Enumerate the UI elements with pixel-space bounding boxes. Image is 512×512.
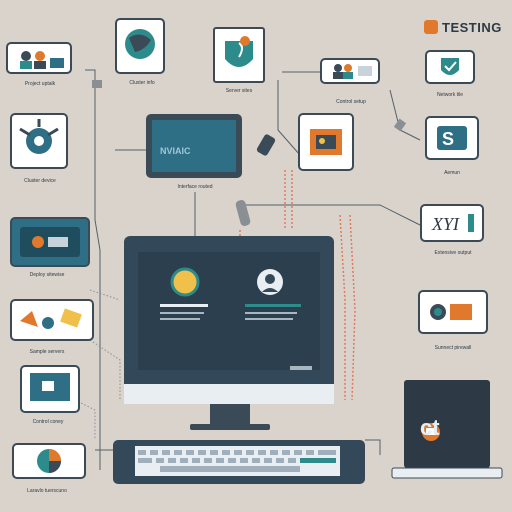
card-team <box>6 42 72 74</box>
card-shield <box>213 27 265 83</box>
svg-text:S: S <box>442 129 454 149</box>
card-globe <box>115 18 165 74</box>
caption-tablet: Deploy sitewise <box>29 272 65 278</box>
caption-camera: Sunnect pirewall <box>434 345 472 351</box>
card-users <box>320 58 380 84</box>
card-tools <box>10 299 94 341</box>
usb-plug-icon <box>256 134 276 156</box>
caption-gear: Cluster device <box>24 178 56 184</box>
card-tablet <box>10 217 90 267</box>
card-shield-check <box>425 50 475 84</box>
caption-shield: Server sites <box>225 88 253 94</box>
monitor <box>124 236 334 430</box>
caption-globe: Cluster info <box>129 80 155 86</box>
cable-icon <box>235 200 251 226</box>
card-xyz: XYI <box>420 204 484 242</box>
keyboard <box>113 440 365 484</box>
caption-shield-check: Network tile <box>436 92 464 98</box>
brand-title: TESTING <box>442 19 502 35</box>
caption-users: Control setup <box>336 99 366 105</box>
svg-text:XYI: XYI <box>431 214 460 234</box>
brand-icon <box>424 20 438 34</box>
laptop-label: ct <box>420 415 440 440</box>
card-pie <box>12 443 86 479</box>
card-gear <box>10 113 68 169</box>
caption-team: Project uptalk <box>24 81 56 87</box>
caption-s-badge: Aemun <box>444 170 460 176</box>
dashboard-panel <box>146 114 242 178</box>
laptop <box>391 380 503 479</box>
caption-pie: Laravlo tuerscuno <box>27 488 67 494</box>
card-folder <box>298 113 354 171</box>
card-s-badge: S <box>425 116 479 160</box>
dashboard-label: NVIAIC <box>160 146 191 156</box>
card-laptop-mini <box>20 365 80 413</box>
caption-dashboard: Interface routed <box>177 184 213 190</box>
brand-logo: TESTING <box>424 18 508 36</box>
caption-xyz: Extensive output <box>434 250 472 256</box>
caption-laptop-mini: Control coney <box>32 419 64 425</box>
caption-tools: Sample servers <box>29 349 65 355</box>
card-camera <box>418 290 488 334</box>
